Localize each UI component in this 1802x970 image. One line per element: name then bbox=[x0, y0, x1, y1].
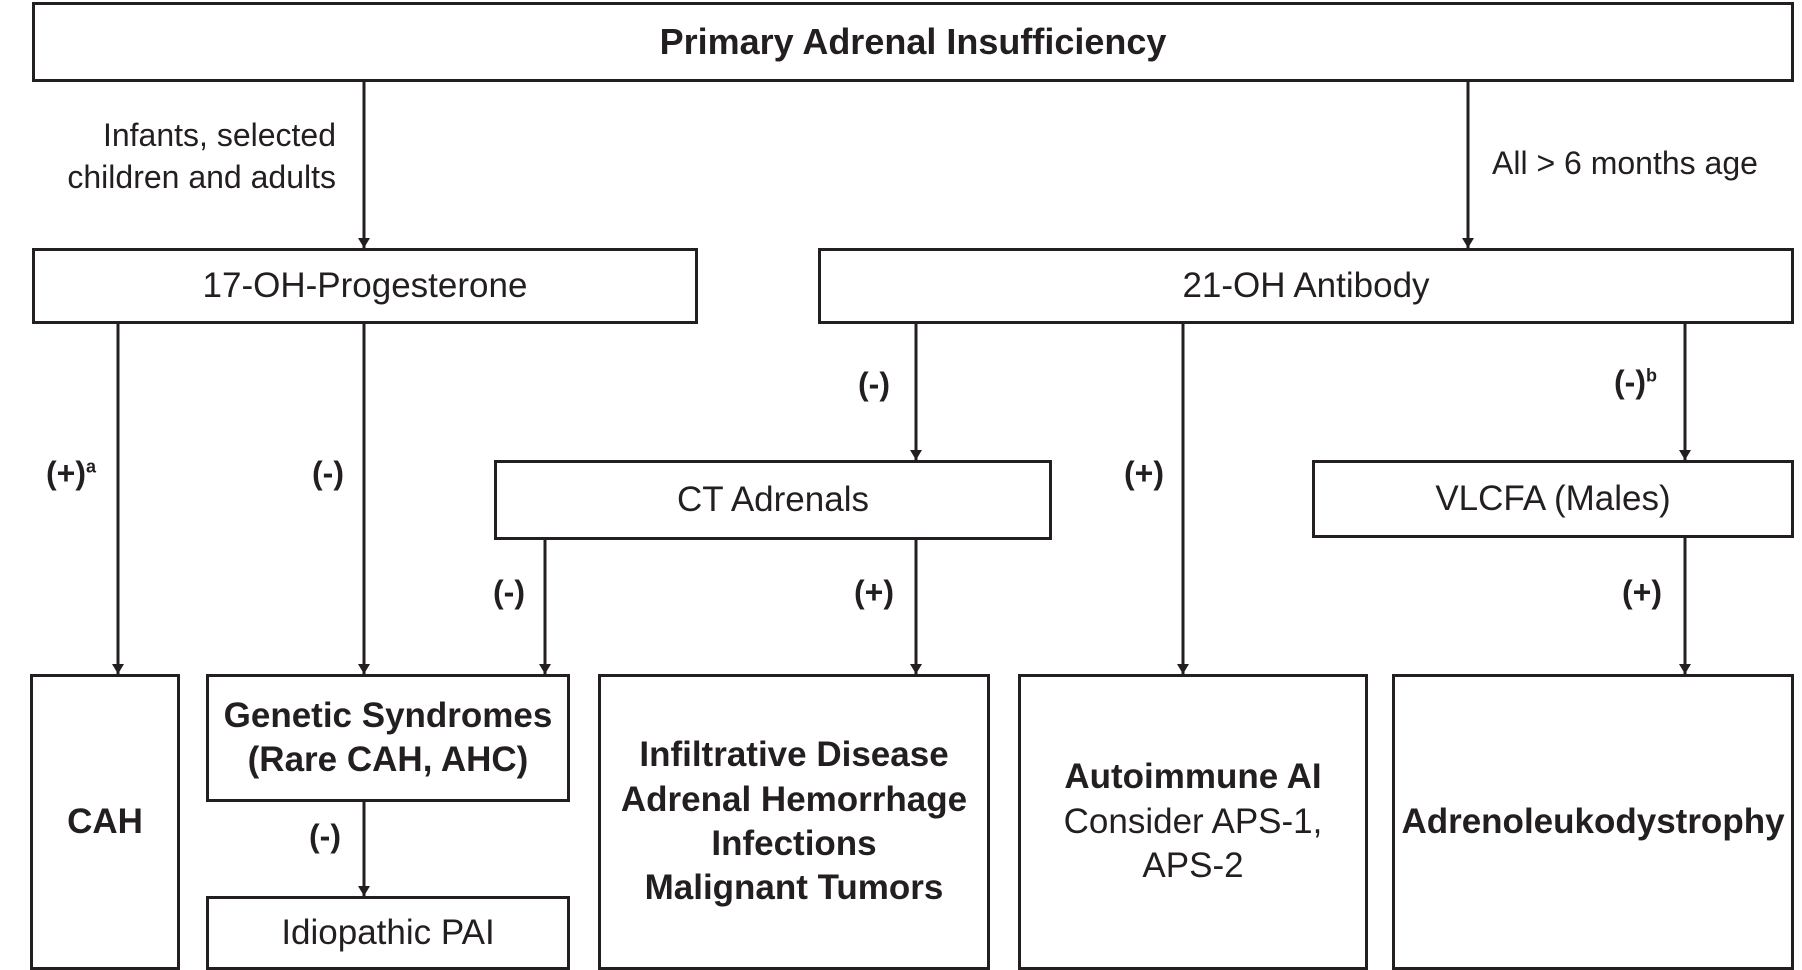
left-branch-note-line-2: children and adults bbox=[67, 159, 336, 195]
vlcfa-males-box: VLCFA (Males) bbox=[1312, 460, 1794, 538]
idiopathic-pai-label: Idiopathic PAI bbox=[281, 913, 495, 952]
ct-adrenals-label: CT Adrenals bbox=[677, 480, 869, 519]
genetic-syndromes-line-2: (Rare CAH, AHC) bbox=[247, 740, 529, 779]
17-oh-progesterone-label: 17-OH-Progesterone bbox=[202, 266, 528, 305]
diagram-title: Primary Adrenal Insufficiency bbox=[659, 21, 1167, 62]
edge-label-genetic-negative: (-) bbox=[309, 818, 341, 855]
infiltrative-line-4: Malignant Tumors bbox=[644, 868, 944, 908]
vlcfa-males-label: VLCFA (Males) bbox=[1435, 479, 1671, 518]
idiopathic-pai-box: Idiopathic PAI bbox=[206, 896, 570, 970]
17-oh-progesterone-box: 17-OH-Progesterone bbox=[32, 248, 698, 324]
cah-label: CAH bbox=[67, 801, 143, 841]
edge-label-ct-negative-text: (-) bbox=[493, 574, 525, 610]
left-branch-note: Infants, selected children and adults bbox=[67, 114, 336, 198]
footnote-marker-a: a bbox=[86, 456, 97, 477]
edge-label-antibody-negative-vlcfa-text: (-) bbox=[1614, 364, 1646, 400]
edge-label-ct-negative: (-) bbox=[493, 574, 525, 611]
21-oh-antibody-box: 21-OH Antibody bbox=[818, 248, 1794, 324]
right-branch-note-line: All > 6 months age bbox=[1492, 145, 1758, 181]
adrenoleukodystrophy-box: Adrenoleukodystrophy bbox=[1392, 674, 1794, 970]
edge-label-vlcfa-positive: (+) bbox=[1622, 574, 1662, 611]
footnote-marker-b: b bbox=[1645, 365, 1657, 386]
edge-label-ct-positive-text: (+) bbox=[854, 574, 894, 610]
cah-box: CAH bbox=[30, 674, 180, 970]
autoimmune-line-1: Consider APS-1, bbox=[1063, 801, 1323, 841]
infiltrative-disease-box: Infiltrative Disease Adrenal Hemorrhage … bbox=[598, 674, 990, 970]
edge-label-antibody-positive: (+) bbox=[1124, 455, 1164, 492]
genetic-syndromes-box: Genetic Syndromes (Rare CAH, AHC) bbox=[206, 674, 570, 802]
genetic-syndromes-line-1: Genetic Syndromes bbox=[223, 695, 553, 735]
primary-adrenal-insufficiency-box: Primary Adrenal Insufficiency bbox=[32, 2, 1794, 82]
edge-label-vlcfa-positive-text: (+) bbox=[1622, 574, 1662, 610]
edge-label-ohp-negative: (-) bbox=[312, 455, 344, 492]
autoimmune-line-2: APS-2 bbox=[1142, 846, 1244, 886]
edge-label-antibody-positive-text: (+) bbox=[1124, 455, 1164, 491]
autoimmune-ai-box: Autoimmune AI Consider APS-1, APS-2 bbox=[1018, 674, 1368, 970]
edge-label-antibody-negative-ct: (-) bbox=[858, 366, 890, 403]
edge-label-ct-positive: (+) bbox=[854, 574, 894, 611]
left-branch-note-line-1: Infants, selected bbox=[102, 117, 336, 153]
autoimmune-heading: Autoimmune AI bbox=[1064, 757, 1322, 797]
ct-adrenals-box: CT Adrenals bbox=[494, 460, 1052, 540]
edge-label-antibody-negative-ct-text: (-) bbox=[858, 366, 890, 402]
infiltrative-line-2: Adrenal Hemorrhage bbox=[620, 779, 968, 819]
edge-label-antibody-negative-vlcfa: (-)b bbox=[1614, 364, 1657, 401]
edge-label-genetic-negative-text: (-) bbox=[309, 818, 341, 854]
infiltrative-line-1: Infiltrative Disease bbox=[639, 735, 949, 775]
edge-label-ohp-positive: (+)a bbox=[46, 455, 96, 492]
edge-label-ohp-negative-text: (-) bbox=[312, 455, 344, 491]
edge-label-ohp-positive-text: (+) bbox=[46, 455, 86, 491]
infiltrative-line-3: Infections bbox=[711, 824, 877, 863]
adrenoleukodystrophy-label: Adrenoleukodystrophy bbox=[1401, 801, 1785, 841]
right-branch-note: All > 6 months age bbox=[1492, 142, 1758, 184]
21-oh-antibody-label: 21-OH Antibody bbox=[1182, 266, 1430, 305]
